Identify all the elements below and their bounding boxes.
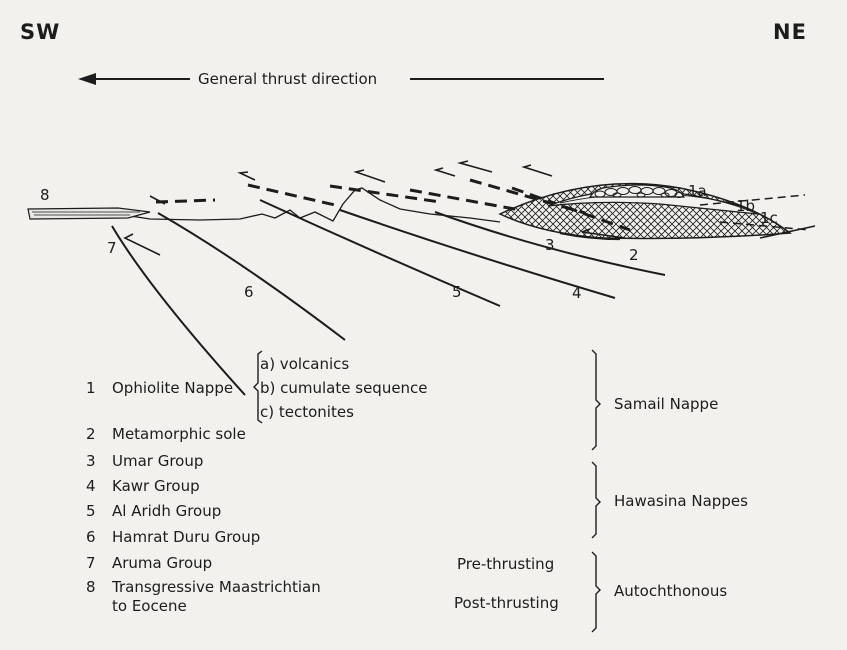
unit-8-lens bbox=[28, 208, 150, 219]
section-label-4: 4 bbox=[572, 284, 582, 302]
legend-item-label: Ophiolite Nappe bbox=[112, 381, 233, 396]
thrust-direction-arrow bbox=[78, 73, 604, 85]
legend-item-num: 4 bbox=[86, 479, 96, 494]
thrust-fault-7 bbox=[112, 226, 245, 395]
timing-label: Post-thrusting bbox=[454, 596, 559, 611]
group-label: Autochthonous bbox=[614, 584, 727, 599]
legend-item-label: Hamrat Duru Group bbox=[112, 530, 260, 545]
legend-item-num: 6 bbox=[86, 530, 96, 545]
legend-item-num: 8 bbox=[86, 580, 96, 595]
ophiolite-part: b) cumulate sequence bbox=[260, 381, 428, 396]
section-label-2: 2 bbox=[629, 246, 639, 264]
section-label-6: 6 bbox=[244, 283, 254, 301]
legend-item-label: Aruma Group bbox=[112, 556, 212, 571]
section-label-1b: 1b bbox=[736, 197, 755, 215]
thrust-fault-6 bbox=[158, 213, 345, 340]
group-label: Samail Nappe bbox=[614, 397, 718, 412]
legend-item-num: 3 bbox=[86, 454, 96, 469]
section-label-3: 3 bbox=[545, 236, 555, 254]
legend-item-num: 7 bbox=[86, 556, 96, 571]
legend-item-label: Transgressive Maastrichtian bbox=[112, 580, 321, 595]
section-label-1c: 1c bbox=[760, 209, 778, 227]
section-label-8: 8 bbox=[40, 186, 50, 204]
legend-item-label: Umar Group bbox=[112, 454, 203, 469]
group-label: Hawasina Nappes bbox=[614, 494, 748, 509]
legend-item-label: Al Aridh Group bbox=[112, 504, 221, 519]
legend-item-label: Metamorphic sole bbox=[112, 427, 246, 442]
thrust-fault-5 bbox=[260, 200, 500, 306]
legend-item-num: 1 bbox=[86, 381, 96, 396]
legend-item-label-continued: to Eocene bbox=[112, 599, 187, 614]
legend-item-label: Kawr Group bbox=[112, 479, 200, 494]
legend-item-num: 2 bbox=[86, 427, 96, 442]
section-label-7: 7 bbox=[107, 239, 117, 257]
ophiolite-part: c) tectonites bbox=[260, 405, 354, 420]
section-label-1a: 1a bbox=[688, 182, 707, 200]
timing-label: Pre-thrusting bbox=[457, 557, 554, 572]
group-braces bbox=[592, 350, 600, 632]
section-label-5: 5 bbox=[452, 283, 462, 301]
legend-item-num: 5 bbox=[86, 504, 96, 519]
ophiolite-part: a) volcanics bbox=[260, 357, 349, 372]
